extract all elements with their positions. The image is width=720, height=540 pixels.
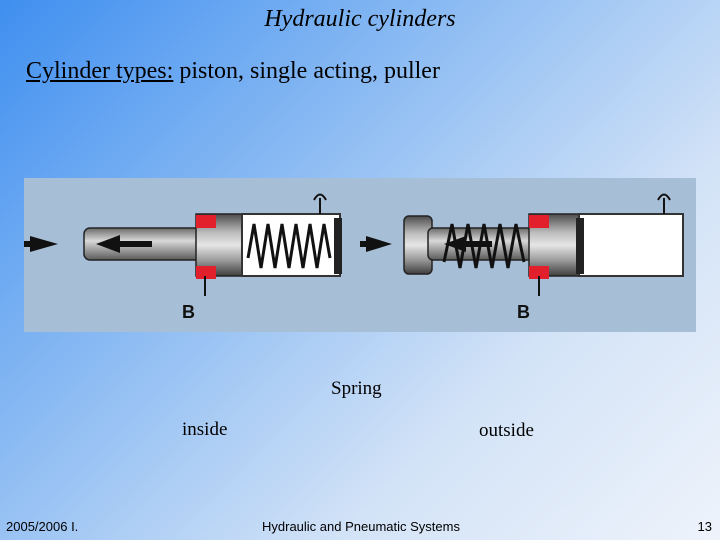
spring-icon — [246, 223, 332, 269]
subtitle-text: piston, single acting, puller — [173, 58, 440, 84]
input-arrow-icon — [366, 236, 392, 252]
seal — [529, 215, 549, 228]
subtitle-heading: Cylinder types: — [26, 58, 174, 84]
page-number: 13 — [697, 519, 712, 534]
seal — [196, 215, 216, 228]
outside-label: outside — [479, 420, 534, 441]
vent-port-icon — [657, 193, 671, 201]
spring-icon — [442, 223, 526, 269]
cylinder-chamber — [578, 213, 684, 277]
port-label-b-right: B — [517, 302, 530, 322]
cylinder-diagram: B B — [24, 178, 696, 332]
footer-date: 2005/2006 I. — [6, 519, 79, 534]
inside-label: inside — [182, 419, 228, 440]
seal — [196, 266, 216, 279]
rod-arrow-icon — [444, 236, 466, 252]
footer-course: Hydraulic and Pneumatic Systems — [262, 519, 460, 534]
slide-subtitle: Cylinder types: piston, single acting, p… — [26, 58, 440, 85]
left-cylinder-spring-inside: B — [24, 193, 342, 322]
port-label-b-left: B — [182, 302, 195, 322]
spring-label: Spring — [331, 378, 382, 399]
rod-arrow-icon — [96, 235, 120, 253]
input-arrow-icon — [30, 236, 58, 252]
right-cylinder-spring-outside: B — [360, 193, 684, 322]
slide-title: Hydraulic cylinders — [264, 6, 456, 32]
seal — [529, 266, 549, 279]
vent-port-icon — [313, 193, 327, 201]
